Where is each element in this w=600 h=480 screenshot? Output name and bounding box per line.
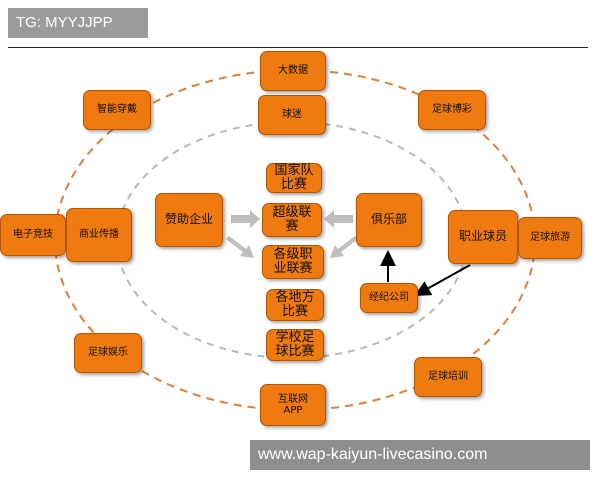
node-school-matches: 学校足 球比赛 bbox=[266, 329, 324, 361]
node-commercial-media: 商业传播 bbox=[66, 208, 132, 262]
node-super-league: 超级联 赛 bbox=[262, 203, 322, 237]
node-pro-leagues: 各级职 业联赛 bbox=[262, 245, 324, 279]
node-pro-player: 职业球员 bbox=[448, 210, 518, 264]
pro-leagues-label: 各级职 业联赛 bbox=[273, 247, 313, 276]
node-club: 俱乐部 bbox=[356, 193, 422, 247]
local-matches-label: 各地方 比赛 bbox=[275, 290, 315, 319]
national-team-label: 国家队 比赛 bbox=[274, 163, 314, 192]
arrow-sponsor-super bbox=[231, 210, 260, 228]
node-fans: 球迷 bbox=[258, 95, 326, 135]
node-big-data: 大数据 bbox=[260, 51, 326, 91]
node-football-entertainment: 足球娱乐 bbox=[74, 333, 142, 373]
arrow-club-super bbox=[324, 210, 353, 228]
super-league-label: 超级联 赛 bbox=[272, 205, 312, 234]
node-agent-company: 经纪公司 bbox=[360, 283, 418, 313]
node-sponsor: 赞助企业 bbox=[155, 193, 223, 247]
node-football-training: 足球培训 bbox=[414, 357, 482, 397]
node-internet-app: 互联网 APP bbox=[260, 384, 326, 426]
node-football-tourism: 足球旅游 bbox=[518, 217, 582, 259]
node-local-matches: 各地方 比赛 bbox=[266, 289, 324, 321]
node-national-team: 国家队 比赛 bbox=[266, 163, 322, 193]
arrow-player-agent bbox=[414, 264, 471, 296]
arrow-club-pro bbox=[330, 236, 358, 258]
arrow-sponsor-pro bbox=[226, 236, 254, 258]
node-esports: 电子竞技 bbox=[0, 214, 66, 256]
channel-tag: TG: MYYJJPP bbox=[8, 8, 148, 38]
header-divider bbox=[8, 47, 588, 48]
node-smart-wear: 智能穿戴 bbox=[83, 90, 151, 130]
node-lottery: 足球博彩 bbox=[418, 90, 486, 130]
school-matches-label: 学校足 球比赛 bbox=[275, 330, 315, 359]
internet-app-label: 互联网 APP bbox=[278, 393, 308, 417]
watermark-url: www.wap-kaiyun-livecasino.com bbox=[250, 440, 590, 470]
